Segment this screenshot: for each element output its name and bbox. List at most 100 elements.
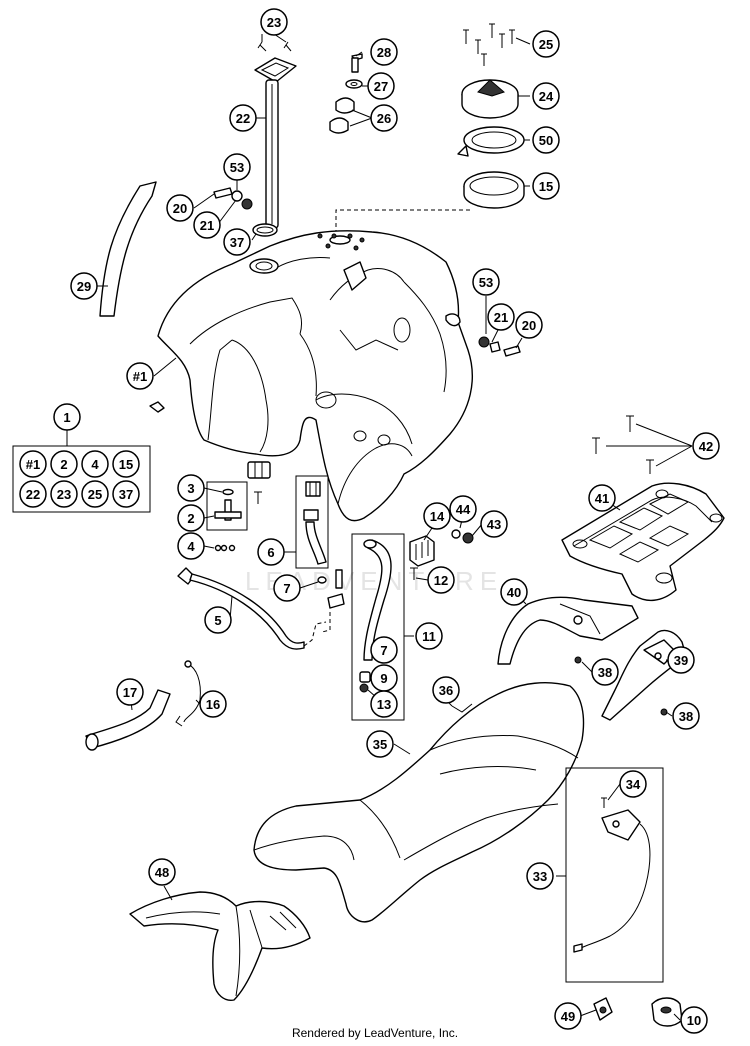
callout-9[interactable]: 9: [370, 664, 398, 692]
callout-42[interactable]: 42: [692, 432, 720, 460]
kit-item-hash-1[interactable]: #1: [19, 450, 47, 478]
svg-text:39: 39: [674, 653, 688, 668]
callout-4[interactable]: 4: [177, 532, 205, 560]
svg-text:15: 15: [119, 457, 133, 472]
callout-44[interactable]: 44: [449, 495, 477, 523]
charcoal-canister-parts[interactable]: [409, 529, 474, 580]
fuel-tank[interactable]: [157, 230, 474, 522]
callout-20[interactable]: 20: [515, 311, 543, 339]
tank-grommet[interactable]: [149, 401, 165, 413]
fuel-level-sensor[interactable]: [214, 488, 242, 552]
callout-48[interactable]: 48: [148, 858, 176, 886]
callout-12[interactable]: 12: [427, 566, 455, 594]
seat-lock-cable[interactable]: [573, 797, 651, 953]
seat[interactable]: [253, 682, 585, 923]
kit-item-15[interactable]: 15: [112, 450, 140, 478]
callout-24[interactable]: 24: [532, 82, 560, 110]
callout-38[interactable]: 38: [591, 658, 619, 686]
kit-item-37[interactable]: 37: [112, 480, 140, 508]
fuel-fitting[interactable]: [317, 569, 345, 609]
callout-23[interactable]: 23: [260, 8, 288, 36]
callout-6[interactable]: 6: [257, 538, 285, 566]
callout-hash-1[interactable]: #1: [126, 362, 154, 390]
callout-26[interactable]: 26: [370, 104, 398, 132]
callout-41[interactable]: 41: [588, 484, 616, 512]
callout-53[interactable]: 53: [223, 153, 251, 181]
callout-3[interactable]: 3: [177, 474, 205, 502]
luggage-rack[interactable]: [561, 482, 725, 601]
fuel-return-line[interactable]: [359, 539, 392, 693]
callout-36[interactable]: 36: [432, 676, 460, 704]
callout-20[interactable]: 20: [166, 194, 194, 222]
svg-text:26: 26: [377, 111, 391, 126]
breather-hose[interactable]: [99, 181, 157, 317]
seat-clip[interactable]: [593, 997, 613, 1021]
fuel-pump[interactable]: [254, 57, 297, 229]
callout-5[interactable]: 5: [204, 606, 232, 634]
callout-49[interactable]: 49: [554, 1002, 582, 1030]
kit-item-4[interactable]: 4: [81, 450, 109, 478]
svg-text:21: 21: [200, 218, 214, 233]
callout-14[interactable]: 14: [423, 502, 451, 530]
svg-text:14: 14: [430, 509, 445, 524]
luggage-rack-screws: [592, 415, 654, 474]
callout-50[interactable]: 50: [532, 126, 560, 154]
seat-switch[interactable]: [651, 997, 683, 1027]
svg-text:29: 29: [77, 279, 91, 294]
callout-15[interactable]: 15: [532, 172, 560, 200]
callout-34[interactable]: 34: [619, 770, 647, 798]
callout-11[interactable]: 11: [415, 622, 443, 650]
filler-flange-ring[interactable]: [463, 171, 525, 209]
callout-17[interactable]: 17: [116, 678, 144, 706]
callout-16[interactable]: 16: [199, 690, 227, 718]
grab-handle-left[interactable]: [497, 596, 639, 665]
svg-text:5: 5: [214, 613, 221, 628]
svg-text:38: 38: [679, 709, 693, 724]
tank-rubber-mount[interactable]: [247, 461, 271, 479]
callout-29[interactable]: 29: [70, 272, 98, 300]
callout-27[interactable]: 27: [367, 72, 395, 100]
callout-22[interactable]: 22: [229, 104, 257, 132]
callout-10[interactable]: 10: [680, 1006, 708, 1034]
fuel-pump-screws: [257, 41, 292, 52]
callout-25[interactable]: 25: [532, 30, 560, 58]
drain-hose[interactable]: [175, 660, 201, 727]
fuel-line[interactable]: [177, 567, 305, 650]
callout-38[interactable]: 38: [672, 702, 700, 730]
svg-text:25: 25: [539, 37, 553, 52]
callout-21[interactable]: 21: [487, 303, 515, 331]
kit-item-2[interactable]: 2: [50, 450, 78, 478]
callout-35[interactable]: 35: [366, 730, 394, 758]
kit-item-23[interactable]: 23: [50, 480, 78, 508]
callout-7[interactable]: 7: [370, 636, 398, 664]
callout-39[interactable]: 39: [667, 646, 695, 674]
callout-37[interactable]: 37: [223, 228, 251, 256]
filler-gasket[interactable]: [457, 126, 525, 157]
callout-43[interactable]: 43: [480, 510, 508, 538]
callout-53[interactable]: 53: [472, 268, 500, 296]
vent-hose[interactable]: [85, 689, 171, 751]
fuel-tank-mount-bolt-right[interactable]: [478, 336, 521, 357]
kit-label-callout[interactable]: 1: [53, 403, 81, 431]
seat-cover[interactable]: [129, 891, 311, 1001]
o-ring[interactable]: [252, 223, 278, 237]
callout-28[interactable]: 28: [370, 38, 398, 66]
svg-text:27: 27: [374, 79, 388, 94]
callout-40[interactable]: 40: [500, 578, 528, 606]
fuel-tank-mount-bolt-left[interactable]: [213, 187, 253, 210]
kit-item-22[interactable]: 22: [19, 480, 47, 508]
callout-13[interactable]: 13: [370, 690, 398, 718]
fuel-hose-connector[interactable]: [303, 481, 327, 565]
callout-21[interactable]: 21: [193, 211, 221, 239]
callout-33[interactable]: 33: [526, 862, 554, 890]
callout-2[interactable]: 2: [177, 504, 205, 532]
tank-cap-screw[interactable]: [329, 53, 363, 134]
svg-text:#1: #1: [26, 457, 40, 472]
svg-text:28: 28: [377, 45, 391, 60]
callout-7[interactable]: 7: [273, 574, 301, 602]
svg-text:13: 13: [377, 697, 391, 712]
kit-item-25[interactable]: 25: [81, 480, 109, 508]
return-line-frame: [351, 533, 405, 721]
footer-credit: Rendered by LeadVenture, Inc.: [291, 1026, 459, 1040]
filler-cap[interactable]: [461, 79, 519, 119]
